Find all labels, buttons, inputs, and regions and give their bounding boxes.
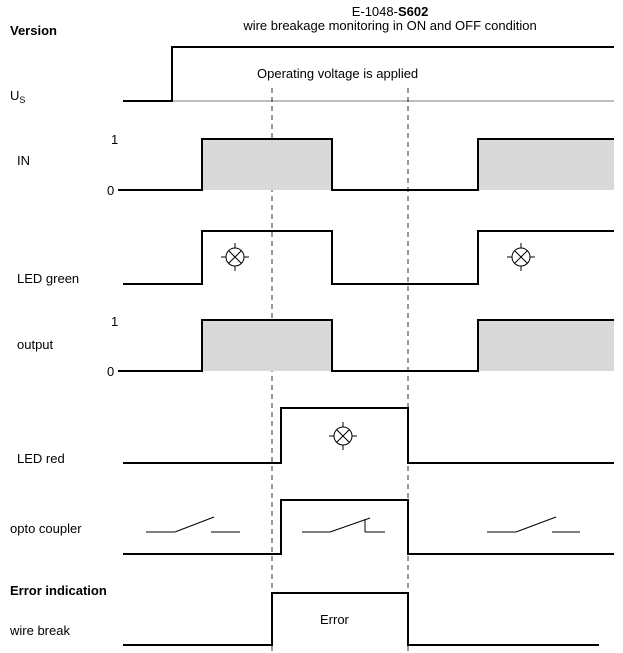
in-trace: [118, 138, 614, 191]
lamp-icon: [507, 243, 535, 271]
switch-closed-icon: [302, 517, 385, 533]
in-label: IN: [17, 153, 30, 168]
opto-coupler-label: opto coupler: [10, 521, 82, 536]
us-note: Operating voltage is applied: [257, 66, 419, 81]
output-level-low: 0: [107, 364, 115, 379]
version-label: Version: [10, 23, 57, 38]
device-code: E-1048-S602: [351, 4, 429, 19]
wire-break-label: wire break: [10, 623, 70, 638]
in-pulse-fill-1: [202, 139, 332, 190]
output-pulse-fill-1: [202, 320, 332, 371]
diagram-subtitle: wire breakage monitoring in ON and OFF c…: [243, 18, 537, 33]
led-green-label: LED green: [17, 271, 80, 286]
wire-break-trace: [123, 592, 599, 646]
us-label: US: [10, 88, 26, 105]
output-level-high: 1: [111, 314, 119, 329]
output-trace: [118, 319, 614, 372]
error-indication-title: Error indication: [10, 583, 107, 598]
in-level-high: 1: [111, 132, 119, 147]
us-trace: [123, 46, 614, 102]
in-pulse-fill-2: [478, 139, 614, 190]
in-level-low: 0: [107, 183, 115, 198]
led-red-label: LED red: [17, 451, 65, 466]
output-label: output: [17, 337, 54, 352]
diagram-header: E-1048-S602 wire breakage monitoring in …: [160, 5, 620, 33]
led-green-trace: [123, 230, 614, 285]
error-box-text: Error: [320, 612, 349, 627]
lamp-icon: [329, 422, 357, 450]
switch-open-icon: [146, 516, 240, 533]
switch-open-icon: [487, 516, 580, 533]
led-red-trace: [123, 407, 614, 464]
output-pulse-fill-2: [478, 320, 614, 371]
lamp-icon: [221, 243, 249, 271]
opto-trace: [123, 499, 614, 555]
